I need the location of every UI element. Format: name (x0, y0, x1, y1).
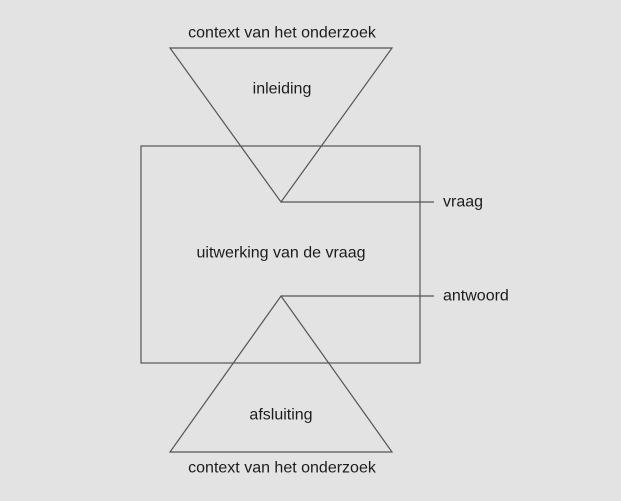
callout-label-antwoord: antwoord (443, 287, 509, 305)
label-inleiding: inleiding (252, 80, 312, 98)
triangle-afsluiting (168, 294, 394, 453)
top-caption: context van het onderzoek (188, 24, 376, 42)
label-uitwerking-van-de-vraag: uitwerking van de vraag (196, 244, 366, 262)
callout-label-vraag: vraag (443, 193, 484, 211)
inverted-triangle-inleiding (168, 47, 394, 204)
label-afsluiting: afsluiting (249, 406, 313, 424)
bottom-caption: context van het onderzoek (188, 459, 376, 477)
rectangle-uitwerking (140, 145, 421, 364)
